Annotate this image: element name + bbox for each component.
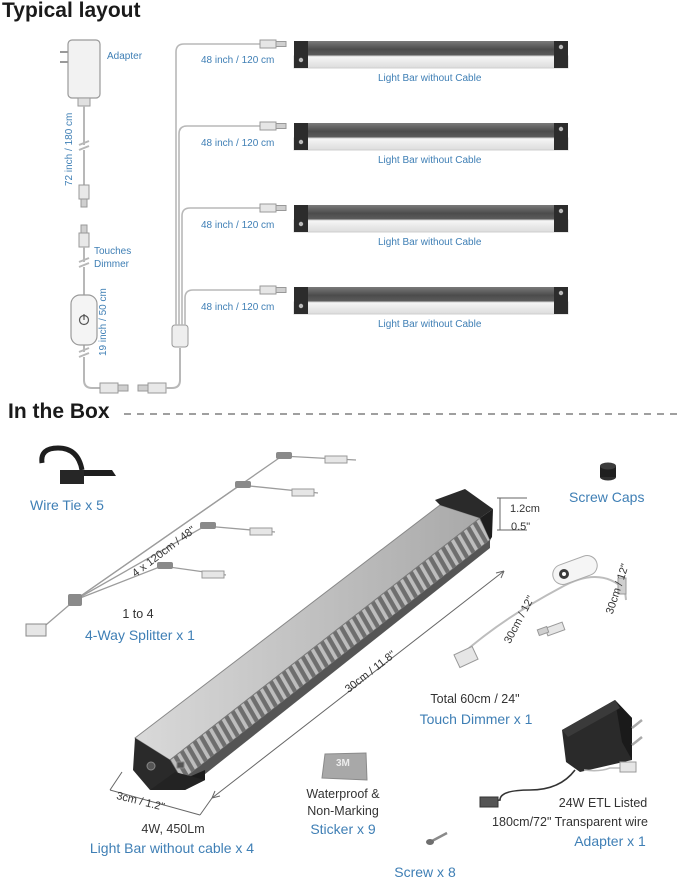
splitter-hub	[171, 43, 260, 348]
touches-label: Touches	[94, 246, 132, 257]
adapter-box-icon	[479, 700, 643, 808]
bar-4-label: Light Bar without Cable	[378, 319, 482, 330]
touch-dimmer-label: Touch Dimmer x 1	[419, 711, 533, 727]
adapter-wire-label: 180cm/72" Transparent wire	[492, 815, 648, 829]
screw-cap-icon	[600, 462, 616, 481]
bar-height-in-label: 0.5"	[511, 521, 531, 533]
dimmer-total-label: Total 60cm / 24"	[430, 692, 520, 706]
splitter-icon	[39, 455, 357, 631]
bar-3-label: Light Bar without Cable	[378, 237, 482, 248]
box-title: In the Box	[8, 400, 110, 423]
dimmer-module-icon	[70, 294, 98, 346]
wire-tie-icon	[39, 445, 116, 484]
dimmer-label: Dimmer	[94, 259, 129, 270]
screw-caps-label: Screw Caps	[569, 489, 645, 505]
cable-19-label: 19 inch / 50 cm	[98, 288, 109, 356]
adapter-spec-label: 24W ETL Listed	[558, 796, 648, 810]
screw-icon	[426, 831, 448, 845]
light-bar-3	[259, 203, 569, 233]
splitter-label: 4-Way Splitter x 1	[85, 627, 195, 643]
layout-title: Typical layout	[2, 0, 141, 22]
dimension-lines	[109, 497, 527, 816]
sticker-line2-label: Non-Marking	[307, 804, 379, 818]
touch-dimmer-icon	[453, 555, 627, 669]
sticker-logo: 3M	[336, 758, 350, 769]
splitter-sub-label: 1 to 4	[122, 607, 154, 621]
bar-4-cable-label: 48 inch / 120 cm	[201, 302, 275, 313]
wire-tie-label: Wire Tie x 5	[30, 497, 104, 513]
light-bar-4	[259, 285, 569, 315]
cable-72-label: 72 inch / 180 cm	[64, 112, 75, 186]
light-bar-large	[133, 489, 493, 790]
sticker-label: Sticker x 9	[310, 821, 376, 837]
main-cable	[78, 106, 100, 389]
bar-count-label: Light Bar without cable x 4	[89, 840, 255, 856]
adapter-box-label: Adapter x 1	[574, 833, 646, 849]
splitter-connectors	[25, 452, 348, 637]
bar-power-label: 4W, 450Lm	[141, 822, 205, 836]
bar-2-label: Light Bar without Cable	[378, 155, 482, 166]
light-bar-1	[259, 39, 569, 69]
bar-1-cable-label: 48 inch / 120 cm	[201, 55, 275, 66]
bar-3-cable-label: 48 inch / 120 cm	[201, 220, 275, 231]
adapter-icon	[60, 39, 101, 107]
bar-height-cm-label: 1.2cm	[510, 503, 540, 515]
screw-label: Screw x 8	[394, 864, 456, 880]
bar-1-label: Light Bar without Cable	[378, 73, 482, 84]
sticker-icon	[321, 752, 368, 781]
light-bar-2	[259, 121, 569, 151]
adapter-label: Adapter	[107, 51, 143, 62]
bottom-connector	[99, 348, 181, 394]
bar-2-cable-label: 48 inch / 120 cm	[201, 138, 275, 149]
sticker-line1-label: Waterproof &	[306, 787, 380, 801]
